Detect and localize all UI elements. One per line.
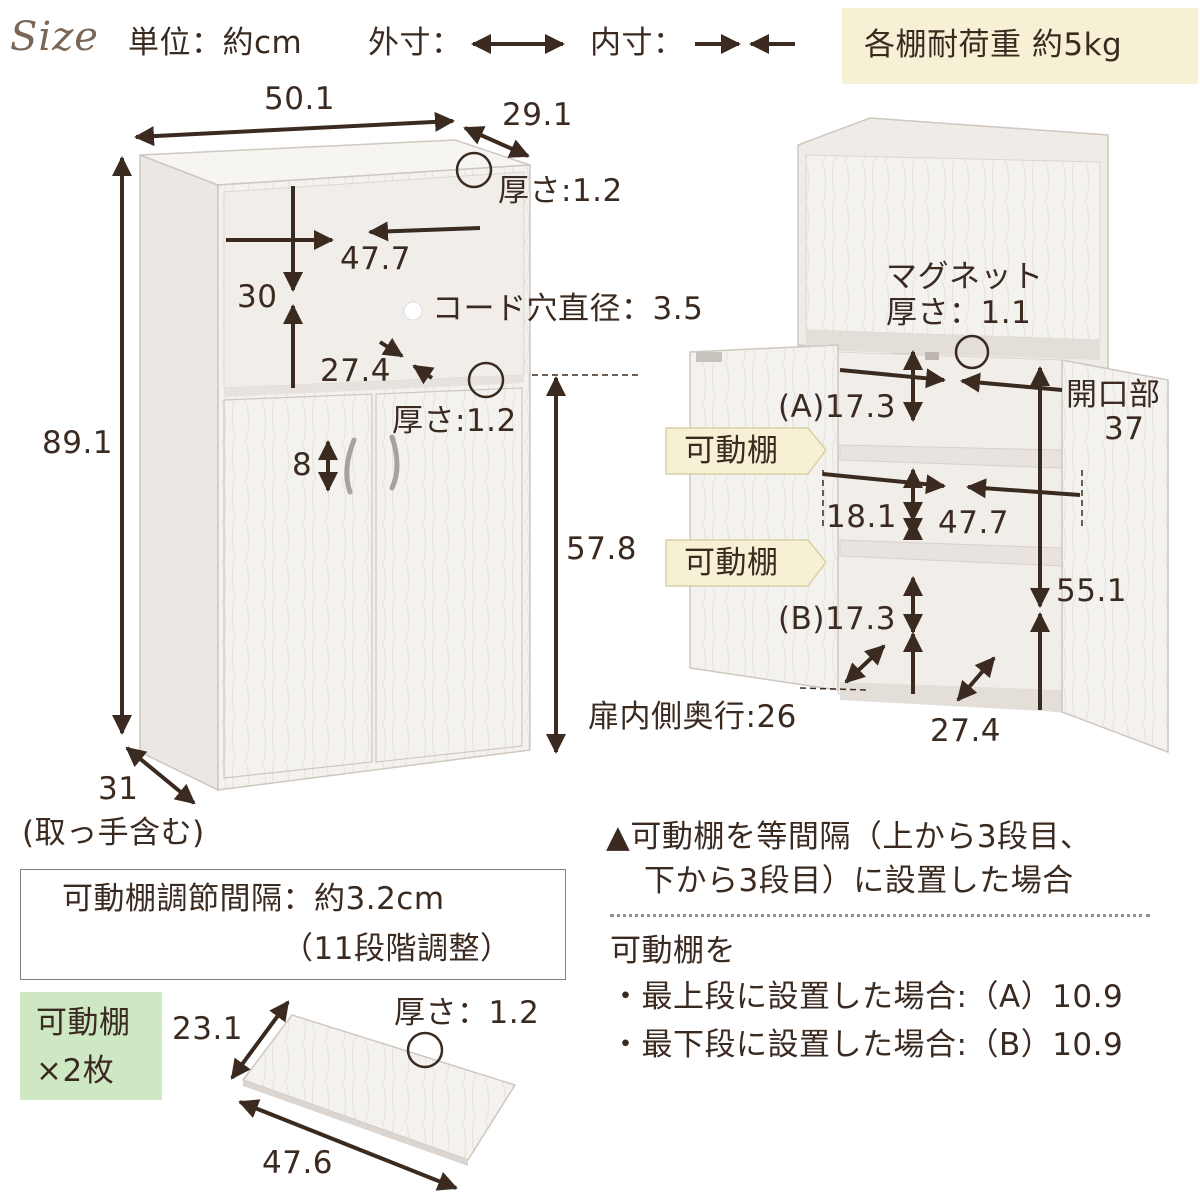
- inner-dimension-label: 内寸：: [590, 25, 685, 61]
- shelf-pointer-labels: [665, 427, 827, 587]
- depth-note-label: (取っ手含む): [22, 815, 205, 851]
- right-inner-height-label: 55.1: [1056, 573, 1128, 609]
- panel-width-label: 47.6: [262, 1145, 334, 1181]
- cord-hole-label: コード穴直径：3.5: [432, 291, 704, 327]
- alt-intro: 可動棚を: [610, 933, 736, 969]
- left-depth-bottom-label: 31: [98, 771, 139, 807]
- handle-height-label: 8: [292, 447, 313, 483]
- adjust-interval-line1: 可動棚調節間隔：約3.2cm: [62, 881, 445, 917]
- badge-line2: ×2枚: [36, 1053, 115, 1089]
- thickness-markers: [406, 151, 990, 1069]
- right-inner-depth-label: 27.4: [930, 713, 1002, 749]
- opening-label: 開口部: [1066, 377, 1161, 413]
- panel-thickness-label: 厚さ：1.2: [394, 995, 540, 1031]
- adjust-interval-box: [20, 869, 566, 980]
- size-logo: Size: [10, 14, 99, 60]
- left-thickness-top-label: 厚さ:1.2: [498, 173, 623, 209]
- shelf-label-1: 可動棚: [684, 433, 779, 469]
- right-dimensions: [822, 350, 1081, 710]
- right-inner-width-label: 47.7: [938, 505, 1010, 541]
- b-height-label: (B)17.3: [778, 601, 896, 637]
- opening-value: 37: [1104, 411, 1145, 447]
- adjust-interval-line2: （11段階調整）: [282, 931, 512, 967]
- right-guide-lines: [799, 470, 1083, 691]
- unit-label: 単位：約cm: [128, 25, 303, 61]
- left-cabinet: [139, 139, 531, 792]
- equal-spacing-line1: ▲可動棚を等間隔（上から3段目、: [606, 819, 1092, 855]
- left-upper-height-label: 30: [237, 279, 278, 315]
- alt-top: ・最上段に設置した場合:（A）10.9: [610, 979, 1124, 1015]
- alt-bottom: ・最下段に設置した場合:（B）10.9: [610, 1027, 1124, 1063]
- equal-spacing-line2: 下から3段目）に設置した場合: [644, 863, 1074, 899]
- left-thickness-mid-label: 厚さ:1.2: [392, 403, 517, 439]
- shelf-label-2: 可動棚: [684, 545, 779, 581]
- left-lower-height-label: 57.8: [566, 531, 638, 567]
- door-depth-label: 扉内側奥行:26: [588, 699, 797, 735]
- panel-dimensions: [230, 1000, 458, 1191]
- mid-height-label: 18.1: [826, 499, 898, 535]
- left-total-height-label: 89.1: [42, 425, 114, 461]
- shelf-panel: [241, 1014, 517, 1166]
- magnet-label: マグネット: [886, 259, 1044, 295]
- left-dimensions: [112, 111, 566, 805]
- shelf-count-badge: [20, 992, 162, 1100]
- left-inner-width-label: 47.7: [340, 241, 412, 277]
- panel-depth-label: 23.1: [172, 1011, 244, 1047]
- right-cabinet: [689, 117, 1169, 754]
- magnet-thickness-label: 厚さ：1.1: [886, 295, 1032, 331]
- left-width-label: 50.1: [264, 81, 336, 117]
- outer-dimension-label: 外寸：: [368, 25, 463, 61]
- badge-line1: 可動棚: [36, 1005, 131, 1041]
- left-inner-depth-label: 27.4: [320, 353, 392, 389]
- left-depth-top-label: 29.1: [502, 97, 574, 133]
- dotted-divider: [610, 914, 1150, 917]
- load-capacity-tag: [842, 8, 1198, 84]
- a-height-label: (A)17.3: [778, 389, 896, 425]
- load-capacity-label: 各棚耐荷重 約5kg: [864, 27, 1123, 63]
